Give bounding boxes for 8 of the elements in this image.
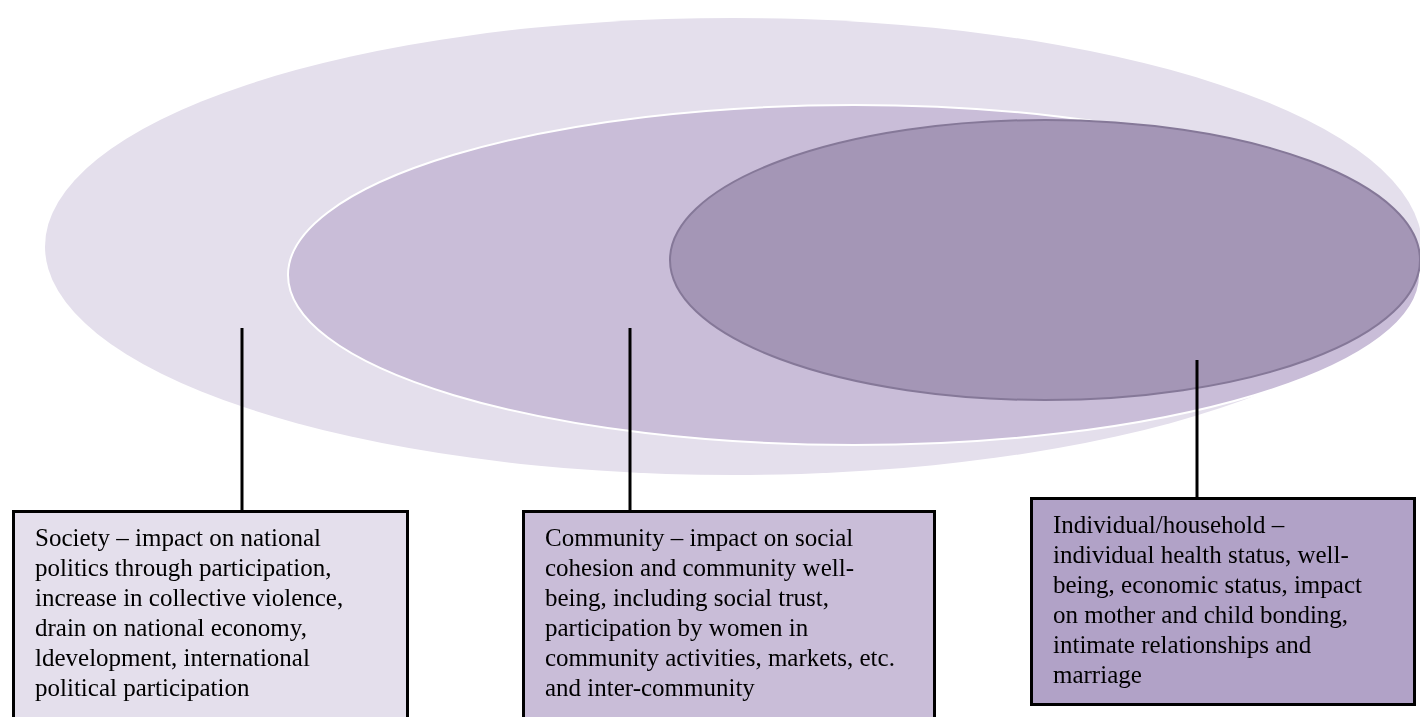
leader-line (628, 328, 632, 510)
text-box: Individual/household – individual health status, well-being, economic status, impact on mother and child bonding, intimate relationships and marriage (1030, 497, 1416, 706)
text-box: Society – impact on national politics through participation, increase in collective violence, drain on national economy, ldevelopment, international political participation (12, 510, 409, 717)
leader-line (240, 328, 244, 510)
text-box: Community – impact on social cohesion and community well-being, including social trust, participation by women in community activities, markets, etc. and inter-community (522, 510, 936, 717)
ellipse-region (287, 104, 1420, 446)
ellipse-region (669, 119, 1420, 401)
ellipse-region (45, 18, 1420, 475)
